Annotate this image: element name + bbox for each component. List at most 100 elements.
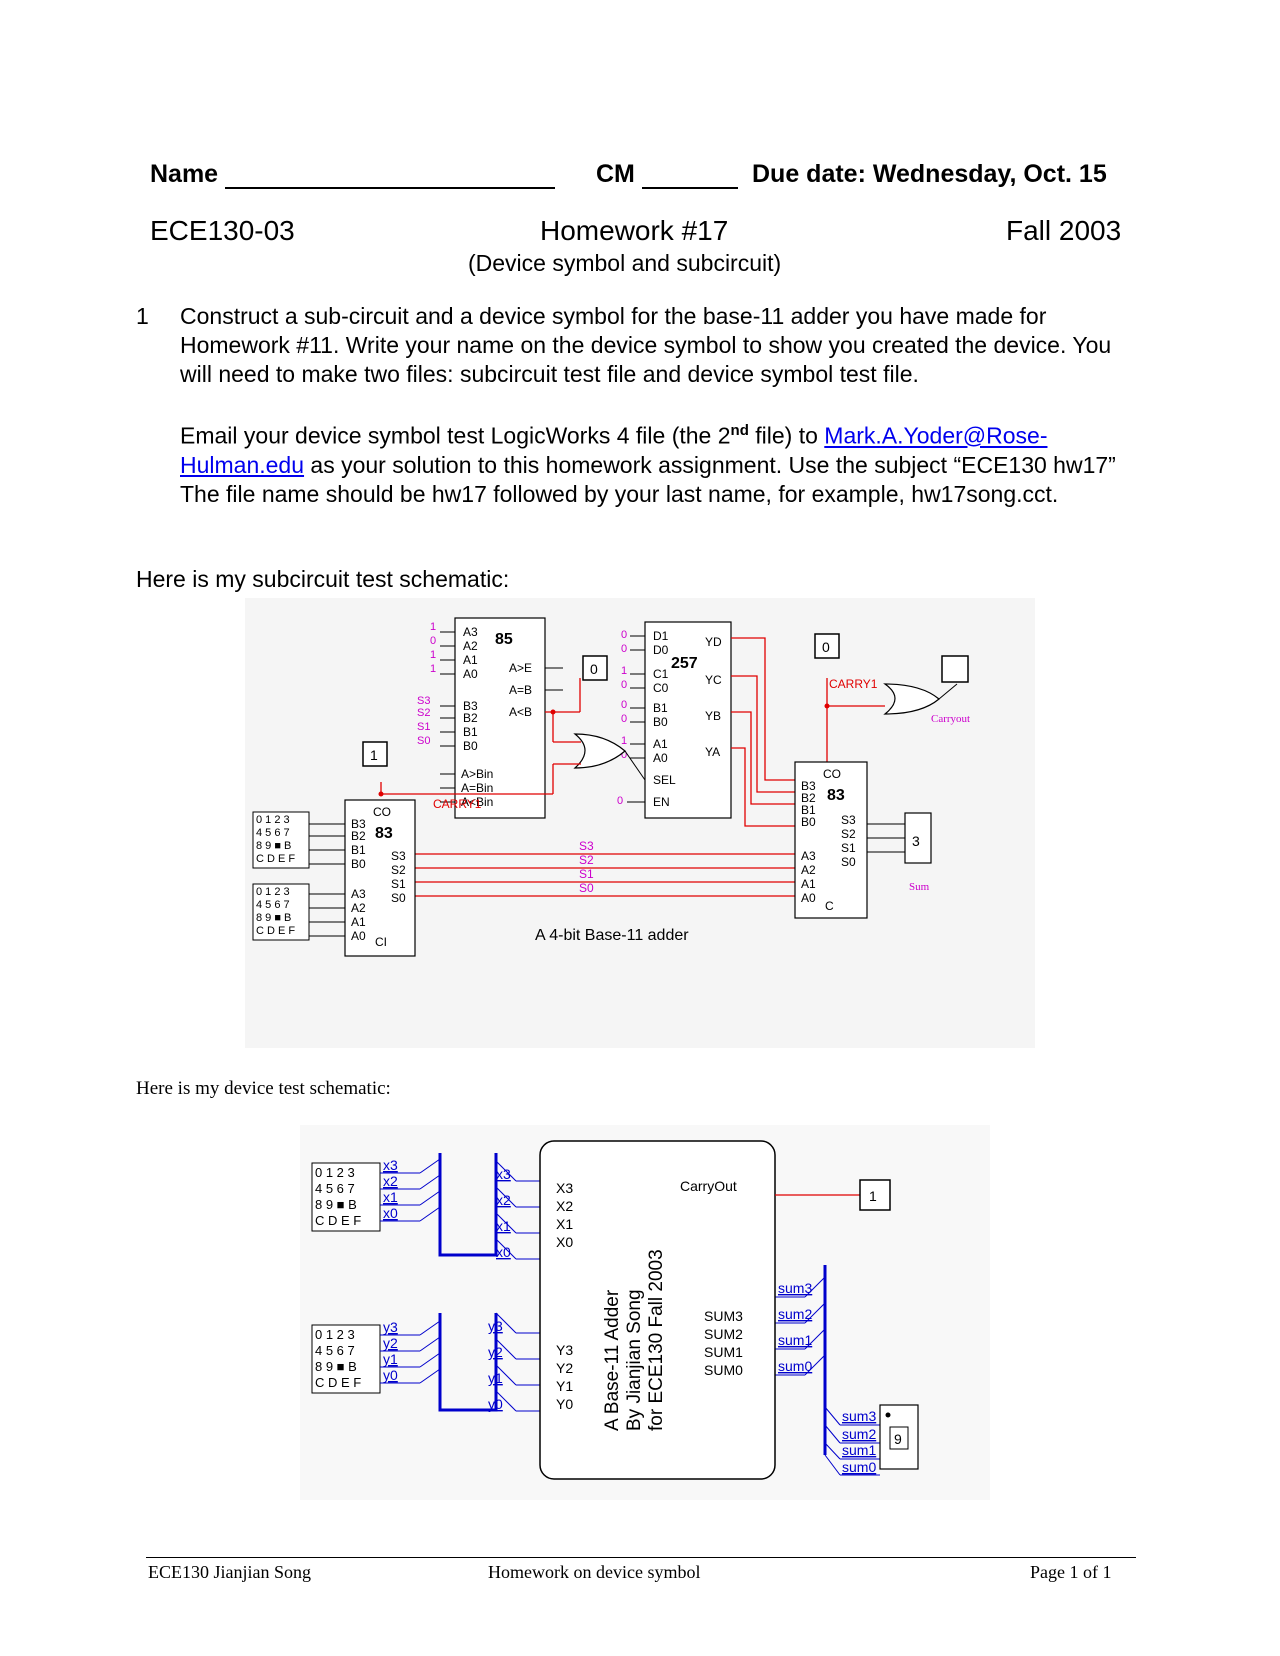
svg-text:B0: B0	[463, 739, 478, 753]
svg-text:A0: A0	[351, 929, 366, 943]
name-blank[interactable]	[225, 163, 556, 189]
net-s3: S3	[579, 839, 594, 853]
wire-y1: y1	[383, 1351, 398, 1367]
svg-text:YC: YC	[705, 673, 722, 687]
schematic2-caption: Here is my device test schematic:	[136, 1078, 391, 1099]
para2-text-b: file) to	[748, 422, 825, 449]
svg-text:0 1 2 3: 0 1 2 3	[256, 886, 290, 898]
wire-x2: x2	[383, 1173, 398, 1189]
keypad-x[interactable]: 0 1 2 3 4 5 6 7 8 9 ■ B C D E F	[311, 1162, 381, 1232]
keypad-b[interactable]: 0 1 2 3 4 5 6 7 8 9 ■ B C D E F	[252, 883, 345, 941]
svg-text:S0: S0	[417, 735, 430, 747]
footer-center: Homework on device symbol	[488, 1562, 701, 1582]
name-field: Name	[150, 160, 556, 189]
probe-83b-value: 0	[822, 639, 830, 655]
svg-text:B3: B3	[801, 779, 816, 793]
keypad-a[interactable]: 0 1 2 3 4 5 6 7 8 9 ■ B C D E F	[252, 811, 345, 869]
svg-text:B1: B1	[463, 725, 478, 739]
svg-text:8 9 ■ B: 8 9 ■ B	[315, 1197, 357, 1212]
pin-sum0: SUM0	[704, 1362, 743, 1378]
svg-text:A=B: A=B	[509, 683, 532, 697]
chip-83b-label: 83	[827, 787, 845, 804]
due-date: Due date: Wednesday, Oct. 15	[752, 160, 1107, 188]
svg-text:S1: S1	[417, 721, 430, 733]
svg-text:C D E F: C D E F	[315, 1213, 361, 1228]
device-title-line2: By Jianjian Song	[624, 1289, 645, 1431]
net-carry1-b: CARRY1	[829, 677, 878, 691]
net-s2: S2	[579, 853, 594, 867]
pin-carryout: CarryOut	[680, 1178, 737, 1194]
base11-adder-device[interactable]	[539, 1140, 776, 1480]
chip-257-label: 257	[671, 655, 698, 672]
hex-display-2-value: 9	[894, 1431, 902, 1447]
wire-sum1-out: sum1	[842, 1442, 876, 1458]
footer-right: Page 1 of 1	[1030, 1562, 1112, 1582]
probe-85	[582, 655, 608, 681]
pin-sum3: SUM3	[704, 1308, 743, 1324]
svg-text:C D E F: C D E F	[256, 853, 295, 865]
wire-sum2-out: sum2	[842, 1426, 876, 1442]
net-s1: S1	[579, 867, 594, 881]
svg-text:B0: B0	[801, 815, 816, 829]
svg-text:B2: B2	[801, 791, 816, 805]
pin-x3: X3	[556, 1180, 573, 1196]
svg-text:8 9 ■ B: 8 9 ■ B	[315, 1359, 357, 1374]
pin-y0: Y0	[556, 1396, 573, 1412]
svg-text:4 5 6 7: 4 5 6 7	[256, 899, 290, 911]
svg-text:B2: B2	[351, 829, 366, 843]
probe-carry1	[362, 741, 388, 767]
svg-text:0 1 2 3: 0 1 2 3	[256, 814, 290, 826]
svg-text:C D E F: C D E F	[315, 1375, 361, 1390]
svg-text:A1: A1	[351, 915, 366, 929]
svg-text:0: 0	[621, 749, 627, 761]
svg-text:S3: S3	[841, 813, 856, 827]
svg-text:4 5 6 7: 4 5 6 7	[315, 1343, 355, 1358]
svg-text:SEL: SEL	[653, 773, 676, 787]
svg-text:1: 1	[430, 663, 436, 675]
wire-y2-in: y2	[488, 1344, 503, 1360]
svg-text:D0: D0	[653, 643, 669, 657]
cm-blank[interactable]	[641, 163, 738, 189]
wire-y0: y0	[383, 1367, 398, 1383]
wire-x0-in: x0	[496, 1244, 511, 1260]
pin-x2: X2	[556, 1198, 573, 1214]
net-carry1-a: CARRY1	[433, 797, 482, 811]
svg-text:C: C	[825, 899, 834, 913]
svg-text:A3: A3	[801, 849, 816, 863]
svg-text:A2: A2	[463, 639, 478, 653]
pin-y3: Y3	[556, 1342, 573, 1358]
svg-text:1: 1	[430, 621, 436, 633]
email-link[interactable]: Mark.A.Yoder@Rose-Hulman.edu	[180, 422, 1048, 478]
svg-text:C D E F: C D E F	[256, 925, 295, 937]
svg-text:EN: EN	[653, 795, 670, 809]
term: Fall 2003	[1006, 215, 1122, 246]
keypad-y[interactable]: 0 1 2 3 4 5 6 7 8 9 ■ B C D E F	[311, 1324, 381, 1394]
svg-text:A1: A1	[801, 877, 816, 891]
svg-text:B0: B0	[653, 715, 668, 729]
wire-x1-in: x1	[496, 1218, 511, 1234]
svg-text:CO: CO	[373, 805, 391, 819]
svg-text:0: 0	[430, 635, 436, 647]
wire-sum0: sum0	[778, 1358, 812, 1374]
chip-85-label: 85	[495, 631, 513, 648]
svg-text:CO: CO	[823, 767, 841, 781]
svg-text:B3: B3	[351, 817, 366, 831]
svg-text:CI: CI	[375, 935, 387, 949]
svg-text:S3: S3	[391, 849, 406, 863]
para2-text-a: Email your device symbol test LogicWorks…	[180, 422, 731, 449]
footer-left: ECE130 Jianjian Song	[148, 1562, 311, 1582]
net-s0: S0	[579, 881, 594, 895]
probe-85-value: 0	[590, 661, 598, 677]
svg-text:A0: A0	[653, 751, 668, 765]
carryout-label: Carryout	[931, 713, 970, 725]
problem-para1: Construct a sub-circuit and a device sym…	[180, 303, 1112, 387]
svg-text:S3: S3	[417, 695, 430, 707]
pin-sum1: SUM1	[704, 1344, 743, 1360]
schematic1-caption: Here is my subcircuit test schematic:	[136, 566, 510, 592]
svg-text:S1: S1	[841, 841, 856, 855]
svg-text:YD: YD	[705, 635, 722, 649]
svg-text:A1: A1	[653, 737, 668, 751]
hex-display-1	[904, 812, 932, 864]
svg-text:S2: S2	[417, 707, 430, 719]
